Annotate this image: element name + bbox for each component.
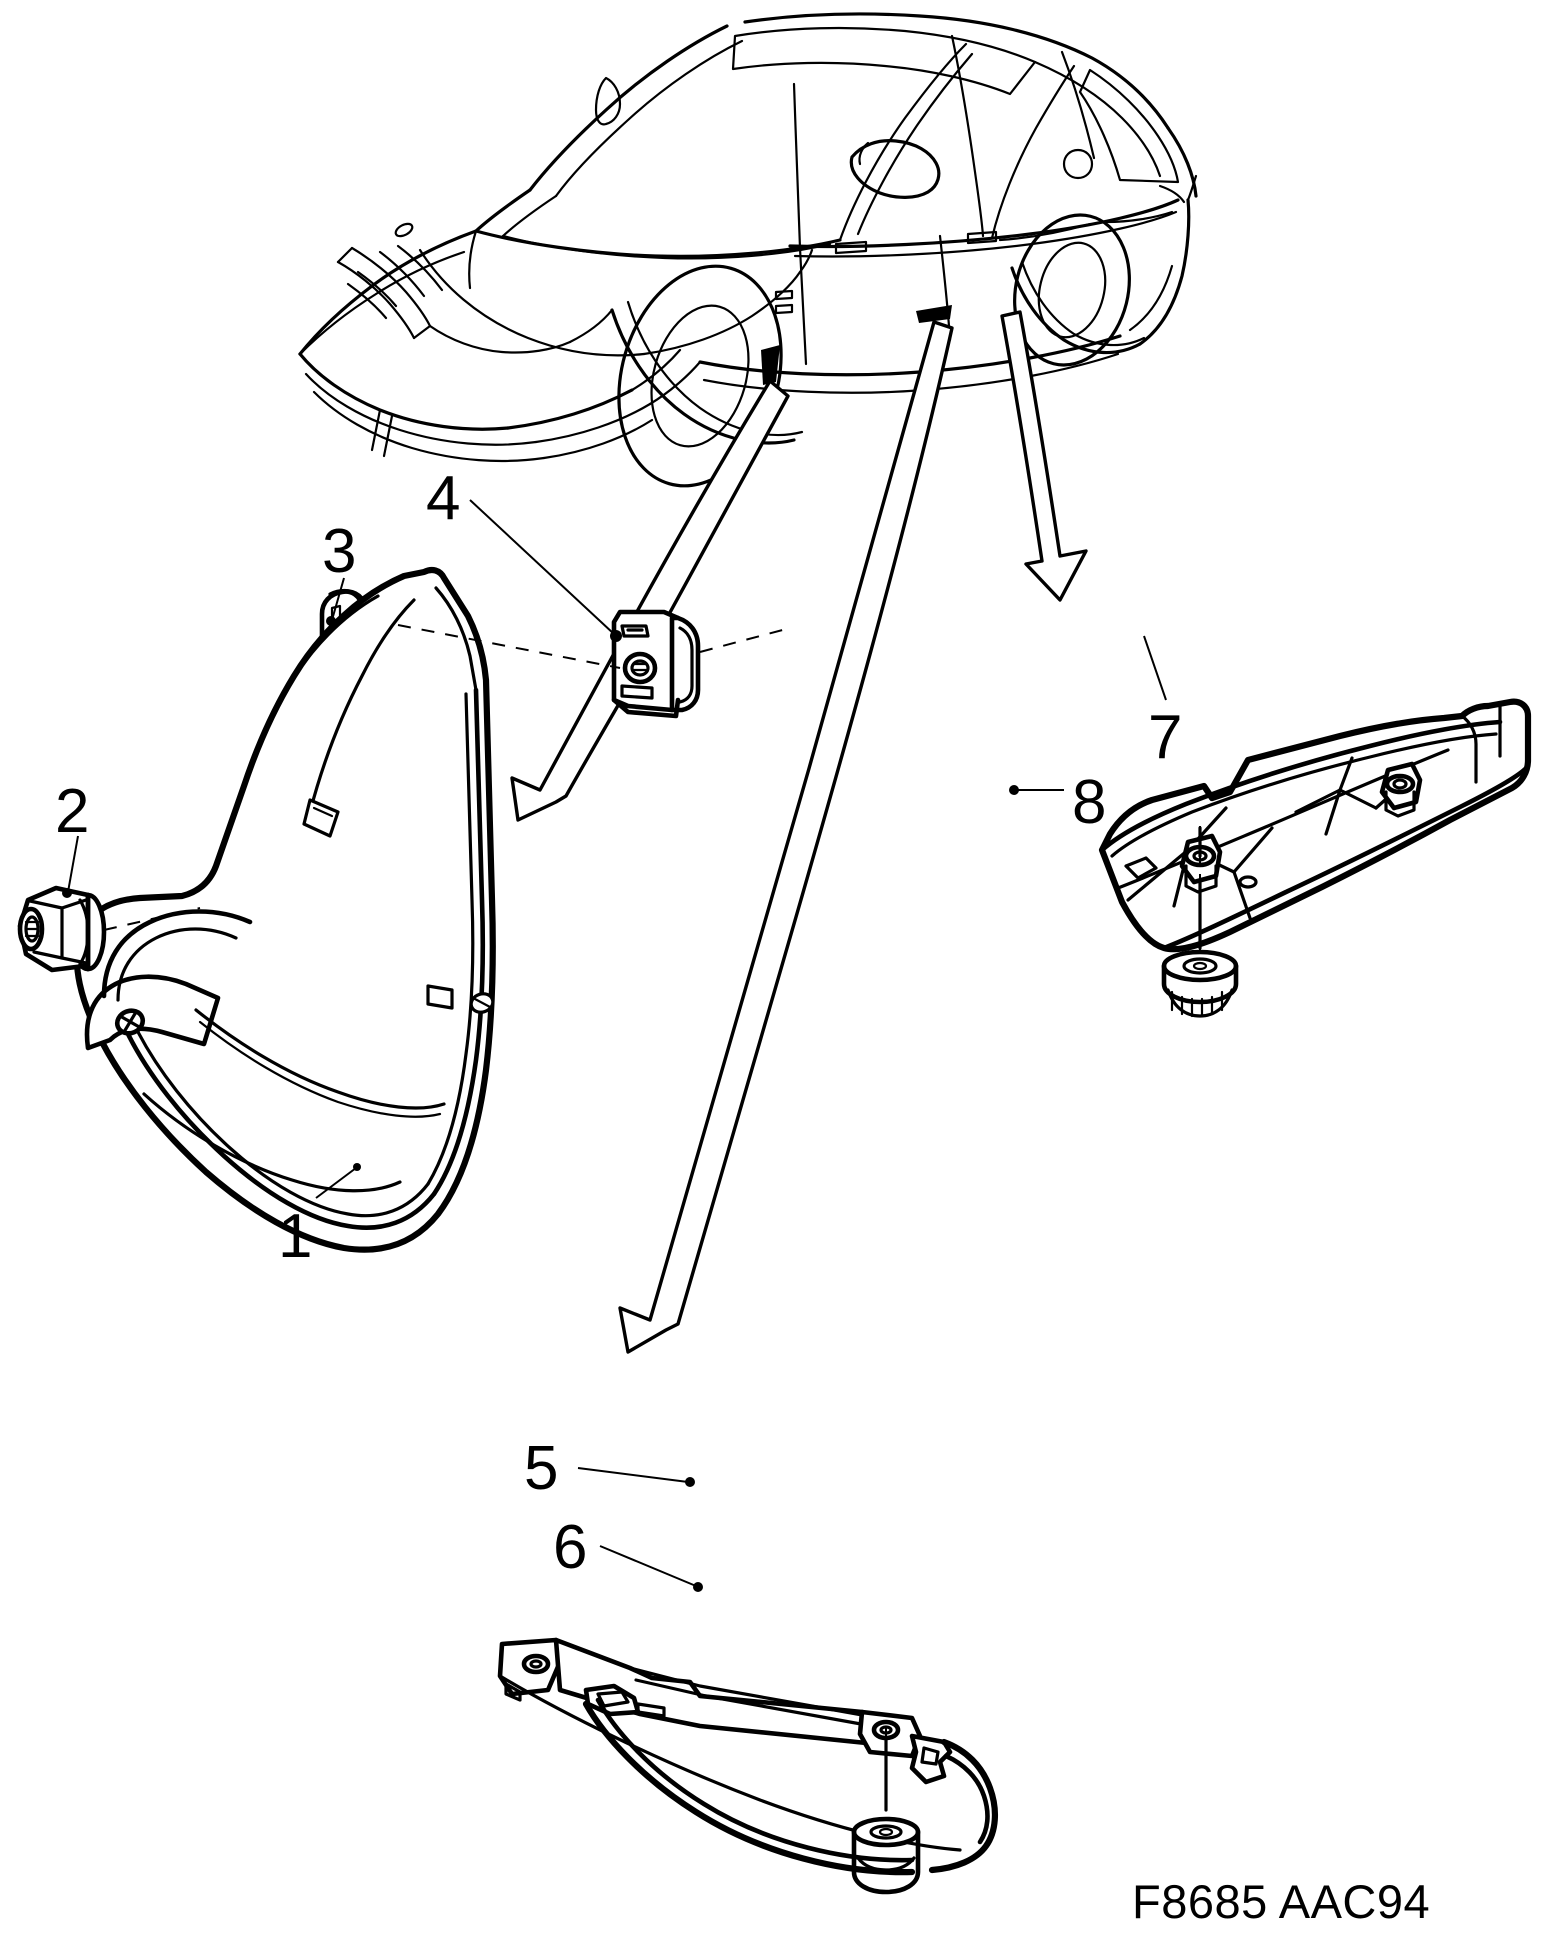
figure-code: F8685 AAC94 [1132,1875,1431,1928]
leader-8 [1009,785,1064,795]
leader-7 [1143,635,1167,701]
callout-4: 4 [426,464,461,533]
leader-2 [62,835,79,898]
location-marker [761,305,952,385]
arrow-to-mudflap [510,379,790,822]
leader-5 [577,1467,695,1487]
arrow-to-splash-shield [1000,310,1088,602]
callout-3: 3 [322,517,357,586]
leader-6 [599,1545,703,1592]
callout-1: 1 [278,1202,313,1271]
callout-8: 8 [1072,768,1107,837]
callout-5: 5 [524,1434,559,1503]
leader-3 [326,577,345,626]
callout-2: 2 [55,777,90,846]
callout-6: 6 [553,1513,588,1582]
leader-4 [469,499,622,642]
assembly-axes [103,624,1201,1820]
arrow-to-stone-deflector [618,320,954,1354]
callout-7: 7 [1148,703,1183,772]
leader-1 [315,1163,361,1199]
